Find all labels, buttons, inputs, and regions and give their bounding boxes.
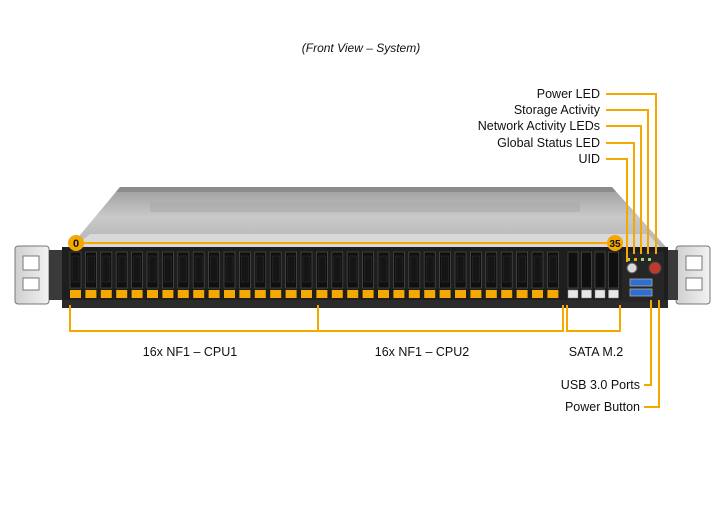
nf1-drive-bay[interactable] — [131, 251, 144, 298]
right-rack-ear — [664, 245, 711, 305]
bay-first-number: 0 — [73, 238, 79, 250]
nf1-drive-bay[interactable] — [85, 251, 97, 298]
nf1-drive-bay[interactable] — [547, 251, 559, 298]
nf1-drive-bay[interactable] — [285, 251, 298, 298]
nf1-drive-bay[interactable] — [362, 251, 375, 298]
nf1-drive-bay[interactable] — [408, 251, 421, 298]
nf1-drive-bay[interactable] — [469, 251, 482, 298]
storage-activity-label: Storage Activity — [514, 103, 601, 117]
cpu1-bays-label: 16x NF1 – CPU1 — [143, 345, 238, 359]
nf1-drive-bay[interactable] — [439, 251, 452, 298]
bay-group-brackets — [69, 300, 660, 408]
uid-button[interactable] — [626, 262, 638, 274]
nf1-drive-bay[interactable] — [423, 251, 436, 298]
nf1-drive-bay[interactable] — [100, 251, 113, 298]
nf1-drive-bay[interactable] — [208, 251, 221, 298]
nf1-drive-bay[interactable] — [254, 251, 267, 298]
cpu2-bays-label: 16x NF1 – CPU2 — [375, 345, 470, 359]
led-callout-lines — [606, 93, 657, 262]
nf1-drive-bay[interactable] — [300, 251, 313, 298]
diagram-title: (Front View – System) — [302, 41, 420, 55]
nf1-drive-bay[interactable] — [223, 251, 236, 298]
bay-range-indicator: 0 35 — [68, 235, 623, 251]
nf1-drive-bay[interactable] — [146, 251, 159, 298]
left-rack-ear — [14, 245, 65, 305]
nf1-drive-bay[interactable] — [377, 251, 390, 298]
nf1-drive-bay[interactable] — [392, 251, 405, 298]
nf1-drive-bay[interactable] — [192, 251, 205, 298]
nf1-drive-bay[interactable] — [315, 251, 328, 298]
nf1-drive-bay[interactable] — [500, 251, 513, 298]
network-activity-leds-label: Network Activity LEDs — [478, 119, 600, 133]
bay-last-number: 35 — [609, 239, 621, 250]
nf1-drive-bay[interactable] — [177, 251, 190, 298]
nf1-drive-bay[interactable] — [269, 251, 282, 298]
chassis-top — [70, 187, 666, 247]
sata-m2-bay[interactable] — [608, 251, 619, 299]
usb-port-1[interactable] — [629, 278, 653, 287]
usb-ports-label: USB 3.0 Ports — [561, 378, 640, 392]
nf1-drive-bay[interactable] — [115, 251, 128, 298]
nf1-drive-bay[interactable] — [69, 251, 82, 298]
power-button[interactable] — [648, 261, 662, 275]
nf1-drive-bay[interactable] — [485, 251, 498, 298]
sata-m2-bay[interactable] — [594, 251, 606, 299]
control-panel — [622, 252, 664, 302]
nf1-drive-bay[interactable] — [516, 251, 528, 298]
nf1-drive-bay[interactable] — [161, 251, 174, 298]
global-status-led-label: Global Status LED — [497, 136, 600, 150]
sata-m2-label: SATA M.2 — [569, 345, 623, 359]
power-led-label: Power LED — [537, 87, 600, 101]
nf1-drive-bay[interactable] — [454, 251, 467, 298]
power-button-label: Power Button — [565, 400, 640, 414]
nf1-drive-bay[interactable] — [331, 251, 344, 298]
usb-port-2[interactable] — [629, 288, 653, 297]
sata-m2-bay[interactable] — [581, 251, 592, 299]
nf1-drive-bay[interactable] — [531, 251, 544, 298]
drive-bays — [69, 251, 619, 299]
nf1-drive-bay[interactable] — [238, 251, 251, 298]
uid-label: UID — [578, 152, 600, 166]
nf1-drive-bay[interactable] — [346, 251, 359, 298]
sata-m2-bay[interactable] — [567, 251, 579, 299]
